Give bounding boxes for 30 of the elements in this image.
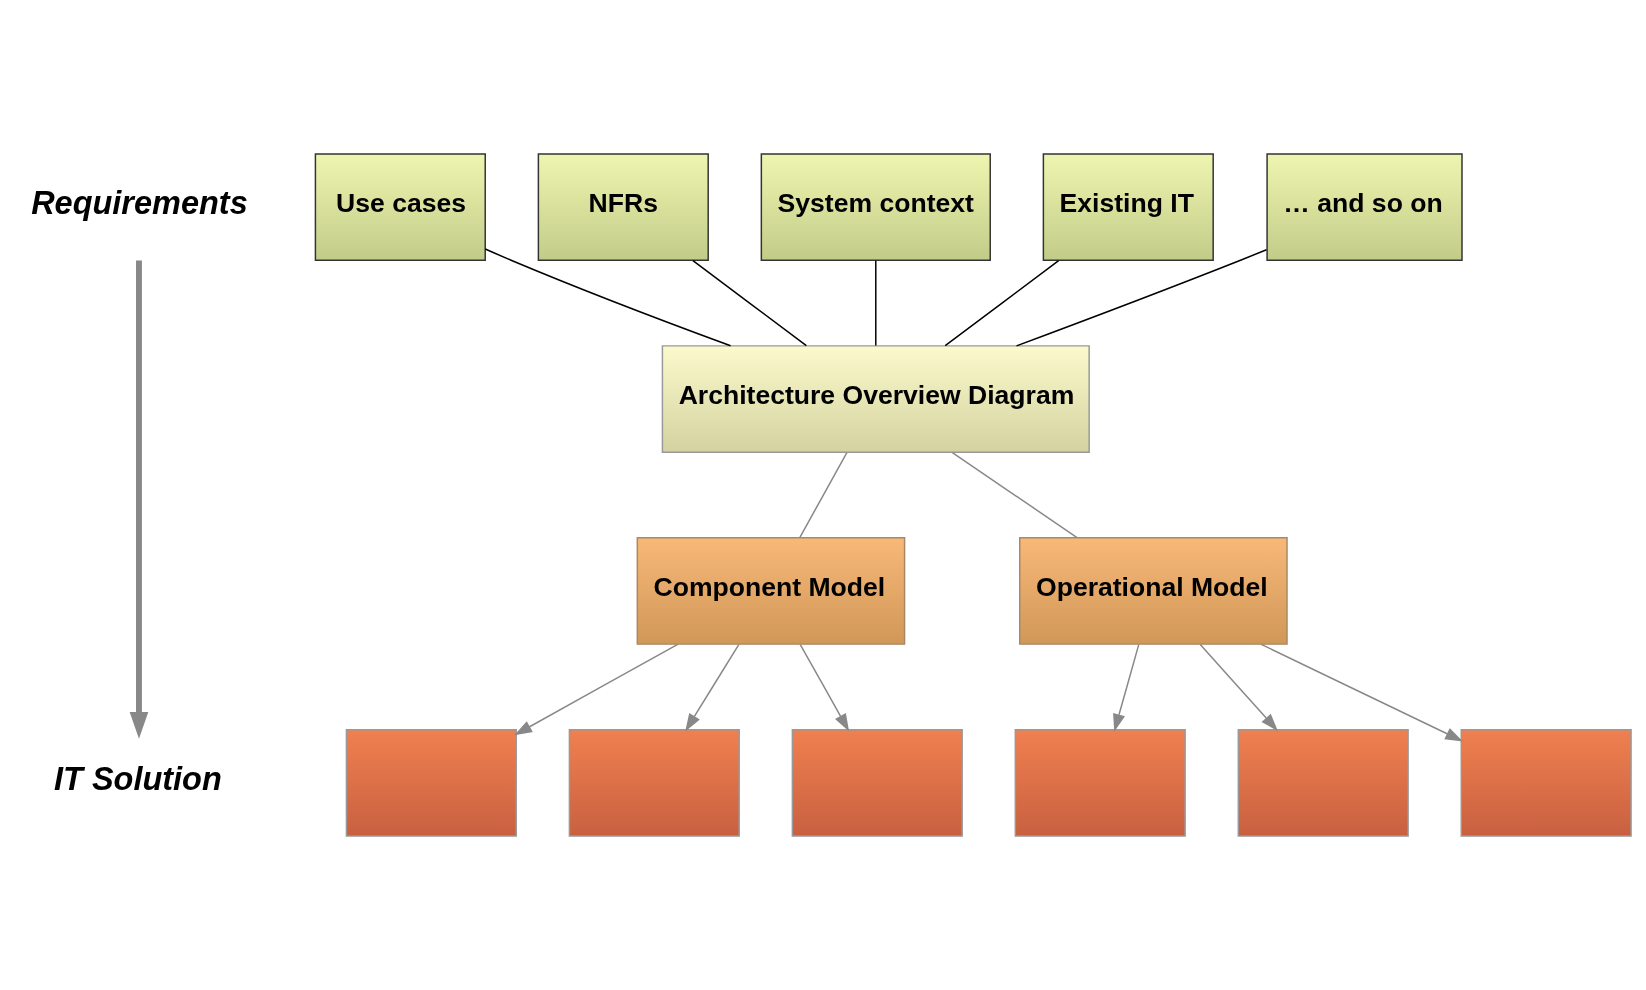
node-box: Operational Model <box>1019 537 1288 645</box>
node-box: NFRs <box>537 153 709 261</box>
connector <box>875 259 877 347</box>
node-box <box>1237 729 1409 837</box>
node-box <box>345 729 517 837</box>
arrow <box>1260 643 1463 742</box>
connector <box>951 451 1078 539</box>
arrow <box>685 643 740 732</box>
node-box: System context <box>760 153 991 261</box>
arrow <box>1199 643 1278 732</box>
node-box <box>791 729 963 837</box>
node-text: IT Solution <box>54 760 222 797</box>
node-text: Requirements <box>31 184 248 221</box>
arrow <box>514 643 679 736</box>
node-box <box>1014 729 1186 837</box>
connector <box>484 248 732 347</box>
node-box: Use cases <box>314 153 486 261</box>
arrow <box>129 260 149 739</box>
node-box: Architecture Overview Diagram <box>661 345 1090 453</box>
connector <box>692 259 808 347</box>
node-box: Existing IT <box>1042 153 1214 261</box>
node-box: Component Model <box>636 537 906 645</box>
node-box <box>568 729 740 837</box>
node-box: … and so on <box>1266 153 1463 261</box>
connector <box>944 259 1060 347</box>
connector <box>1015 249 1268 347</box>
arrow <box>799 643 850 732</box>
connector <box>799 451 848 539</box>
node-box <box>1460 729 1632 837</box>
arrow <box>1113 643 1140 732</box>
